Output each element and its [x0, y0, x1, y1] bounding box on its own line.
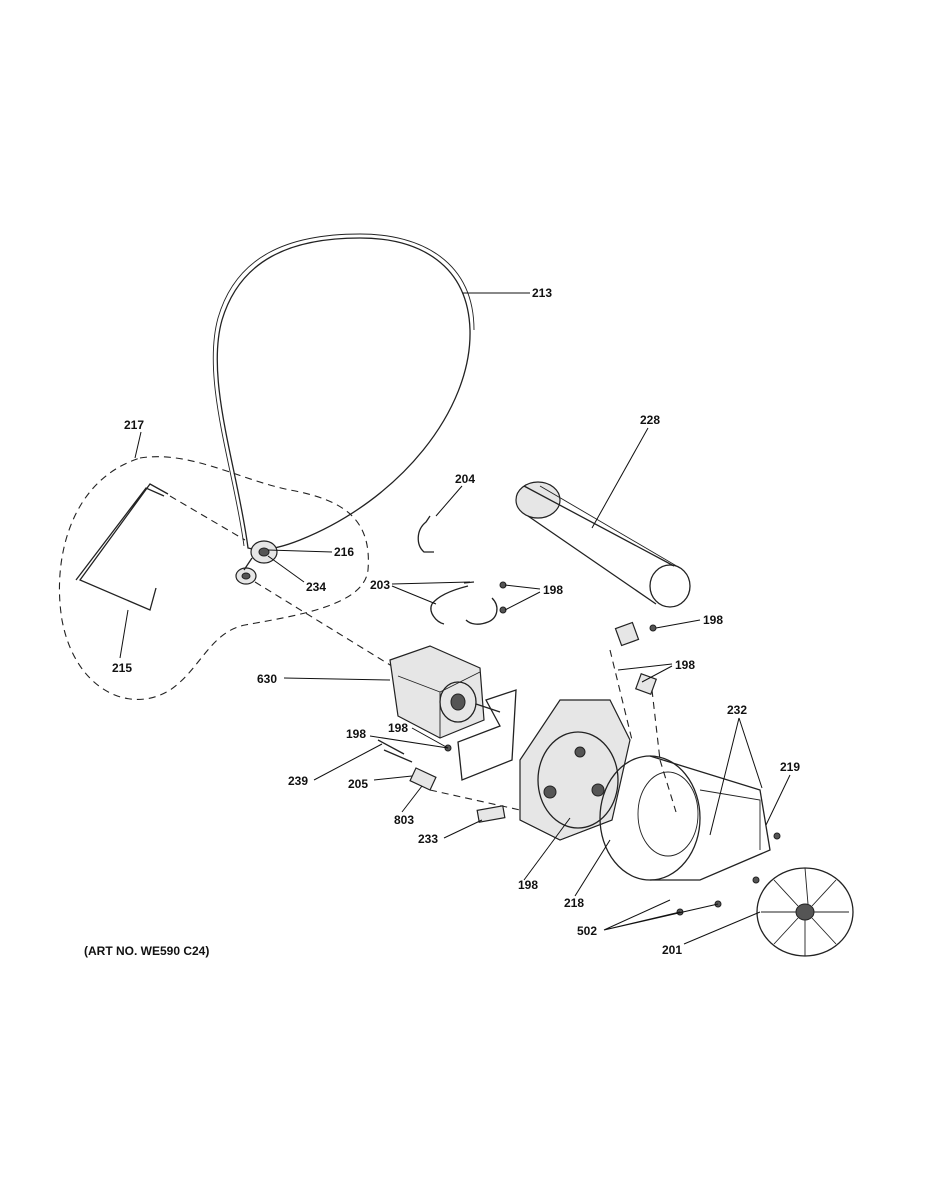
blower-housing[interactable]: [519, 699, 631, 841]
art-number-note: (ART NO. WE590 C24): [84, 944, 210, 958]
motor-clamps[interactable]: [430, 581, 498, 625]
drive-motor[interactable]: [389, 645, 501, 739]
callout-198-b: 198: [703, 613, 723, 627]
callout-239: 239: [288, 774, 308, 788]
sensor-bracket[interactable]: [614, 621, 658, 696]
callout-234: 234: [306, 580, 326, 594]
callout-205: 205: [348, 777, 368, 791]
callout-labels: 213 228 217 204 216 234 203 198 198 198 …: [112, 286, 800, 957]
callout-203: 203: [370, 578, 390, 592]
callout-219: 219: [780, 760, 800, 774]
callout-198-a: 198: [543, 583, 563, 597]
blower-wheel[interactable]: [756, 867, 854, 957]
assembly-line: [254, 581, 396, 669]
assembly-line: [169, 495, 246, 541]
callout-198-e: 198: [346, 727, 366, 741]
motor-mount-bracket[interactable]: [457, 689, 517, 781]
motor-switch[interactable]: [409, 767, 437, 791]
callout-198-d: 198: [388, 721, 408, 735]
housing-screws[interactable]: [676, 832, 781, 916]
blower-scroll[interactable]: [599, 755, 771, 881]
callout-502: 502: [577, 924, 597, 938]
callout-213: 213: [532, 286, 552, 300]
motor-clip[interactable]: [417, 515, 434, 553]
callout-233: 233: [418, 832, 438, 846]
bracket-clip[interactable]: [476, 805, 506, 823]
idler-assembly-outline: [59, 456, 369, 700]
callout-228: 228: [640, 413, 660, 427]
callout-216: 216: [334, 545, 354, 559]
callout-803: 803: [394, 813, 414, 827]
callout-198-f: 198: [518, 878, 538, 892]
callout-215: 215: [112, 661, 132, 675]
callout-217: 217: [124, 418, 144, 432]
callout-232: 232: [727, 703, 747, 717]
callout-204: 204: [455, 472, 475, 486]
callout-198-c: 198: [675, 658, 695, 672]
callout-218: 218: [564, 896, 584, 910]
idler-pulley[interactable]: [235, 540, 278, 585]
leader-lines: [119, 292, 791, 945]
exhaust-duct[interactable]: [515, 481, 691, 608]
drive-belt[interactable]: [212, 233, 475, 551]
callout-201: 201: [662, 943, 682, 957]
idler-rod[interactable]: [75, 483, 169, 611]
callout-630: 630: [257, 672, 277, 686]
